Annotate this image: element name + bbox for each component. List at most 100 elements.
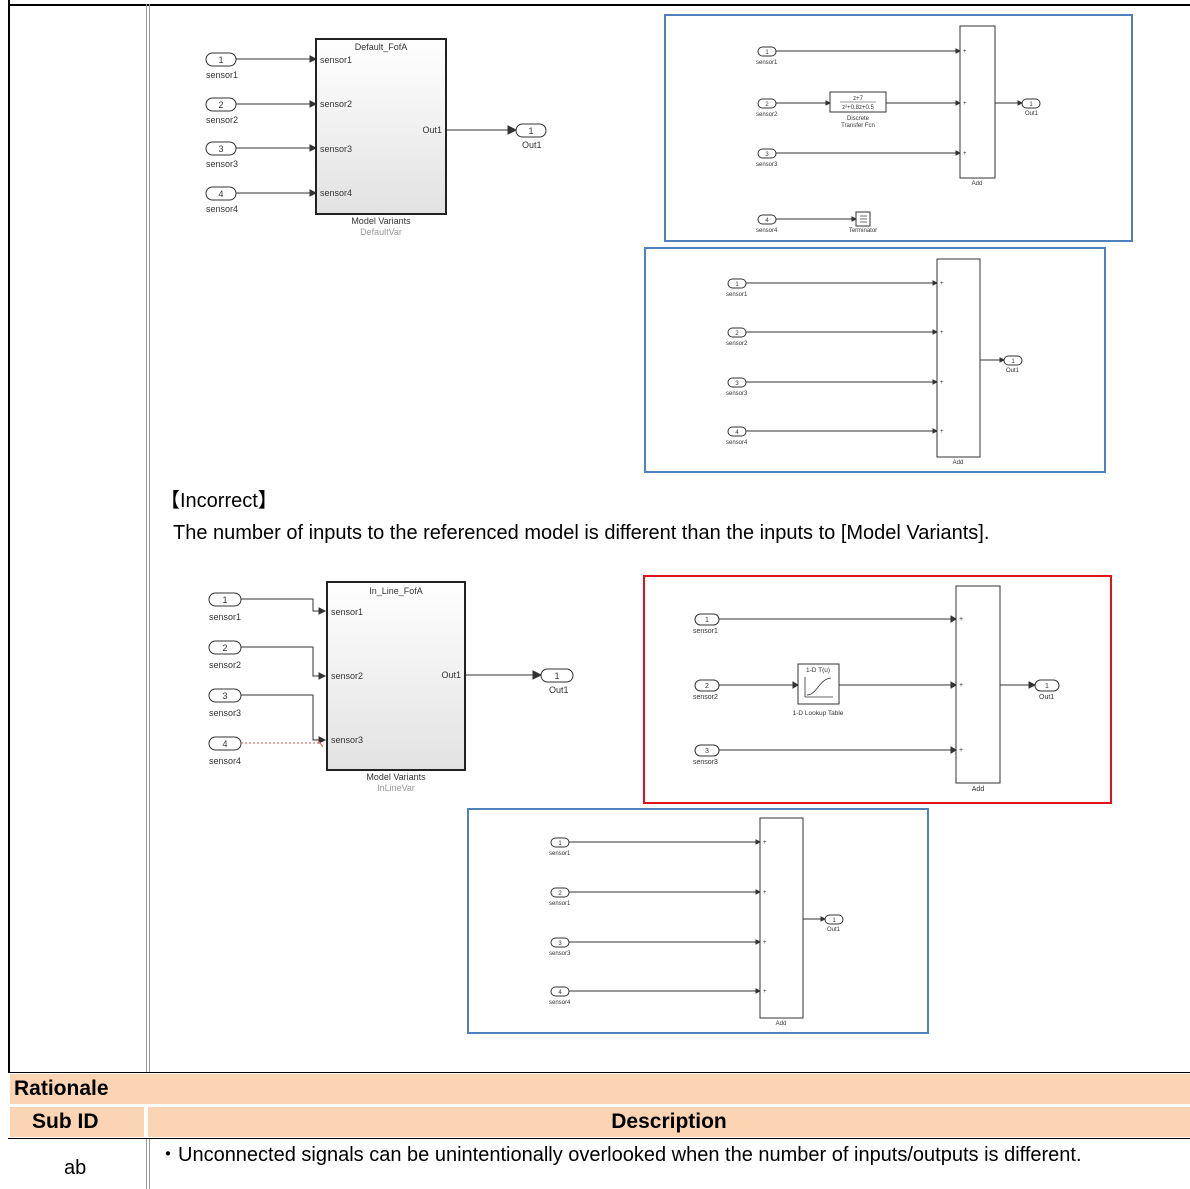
svg-text:sensor1: sensor1 — [549, 901, 571, 907]
svg-text:sensor3: sensor3 — [206, 159, 238, 169]
inport-3[interactable]: 3 sensor3 — [205, 141, 238, 169]
svg-text:4: 4 — [765, 218, 769, 224]
svg-text:Default_FofA: Default_FofA — [355, 42, 408, 52]
inport-3[interactable]: 3 sensor3 — [693, 744, 720, 766]
inport-2[interactable]: 2 sensor2 — [756, 98, 778, 118]
svg-text:1: 1 — [1029, 102, 1033, 108]
outport-1[interactable]: 1 Out1 — [515, 123, 547, 150]
outport-1[interactable]: 1 Out1 — [1003, 355, 1023, 374]
inport-1[interactable]: 1 sensor1 — [693, 613, 720, 635]
svg-text:Transfer Fcn: Transfer Fcn — [841, 123, 875, 129]
add-block[interactable]: + + + Add — [959, 25, 996, 187]
svg-text:+: + — [763, 989, 767, 995]
svg-text:4: 4 — [222, 739, 227, 749]
inport-1[interactable]: 1 sensor1 — [205, 52, 238, 80]
svg-text:1: 1 — [832, 918, 836, 924]
svg-text:+: + — [959, 682, 963, 689]
model-variants-block[interactable]: In_Line_FofA sensor1 sensor2 sensor3 Out… — [326, 581, 466, 793]
svg-text:3: 3 — [222, 691, 227, 701]
add-block[interactable]: + + + + Add — [759, 817, 804, 1027]
outport-1[interactable]: 1 Out1 — [1021, 98, 1041, 117]
model-variants-block[interactable]: Default_FofA sensor1 sensor2 sensor3 sen… — [315, 38, 447, 237]
terminator-block[interactable]: Terminator — [849, 211, 877, 234]
inport-4[interactable]: 4 sensor4 — [756, 214, 778, 234]
discrete-transfer-fcn-block[interactable]: z+7 z²+0.8z+0.5 Discrete Transfer Fcn — [829, 91, 887, 129]
inport-3[interactable]: 3 sensor3 — [549, 937, 571, 957]
svg-text:sensor3: sensor3 — [209, 708, 241, 718]
svg-text:sensor1: sensor1 — [726, 292, 748, 298]
inport-4[interactable]: 4 sensor4 — [205, 186, 238, 214]
svg-text:+: + — [963, 49, 967, 55]
svg-text:sensor1: sensor1 — [549, 851, 571, 857]
table-border-top — [8, 4, 1190, 6]
svg-text:3: 3 — [705, 748, 709, 755]
svg-text:+: + — [959, 616, 963, 623]
inport-4[interactable]: 4 sensor4 — [549, 986, 571, 1006]
svg-text:3: 3 — [735, 381, 739, 387]
svg-text:+: + — [763, 890, 767, 896]
outport-1[interactable]: 1 Out1 — [540, 668, 574, 695]
svg-text:1: 1 — [218, 55, 223, 65]
svg-text:1: 1 — [705, 617, 709, 624]
svg-text:sensor2: sensor2 — [209, 660, 241, 670]
svg-text:4: 4 — [735, 430, 739, 436]
add-block[interactable]: + + + Add — [955, 585, 1001, 793]
outport-1[interactable]: 1 Out1 — [824, 914, 844, 933]
inport-2[interactable]: 2 sensor2 — [208, 640, 242, 670]
svg-text:sensor2: sensor2 — [206, 115, 238, 125]
svg-text:+: + — [763, 840, 767, 846]
inport-1[interactable]: 1 sensor1 — [208, 592, 242, 622]
inport-1[interactable]: 1 sensor1 — [549, 837, 571, 857]
svg-text:1: 1 — [222, 595, 227, 605]
svg-text:Model Variants: Model Variants — [351, 216, 411, 226]
svg-text:sensor2: sensor2 — [756, 112, 778, 118]
inport-2[interactable]: 2 sensor2 — [726, 327, 748, 347]
svg-text:sensor4: sensor4 — [756, 228, 778, 234]
table-row-separator — [8, 1072, 1190, 1073]
incorrect-heading: 【Incorrect】 — [160, 490, 278, 512]
rationale-title: Rationale — [14, 1077, 109, 1100]
inport-2[interactable]: 2 sensor2 — [693, 679, 720, 701]
svg-text:sensor1: sensor1 — [209, 612, 241, 622]
add-block[interactable]: + + + + Add — [936, 258, 981, 466]
table-row-separator — [8, 1138, 1190, 1139]
svg-text:z+7: z+7 — [853, 96, 864, 102]
inport-4[interactable]: 4 sensor4 — [726, 426, 748, 446]
inport-1[interactable]: 1 sensor1 — [726, 278, 748, 298]
signal-lines — [569, 839, 827, 994]
table-row-separator — [8, 1105, 1190, 1107]
inport-2[interactable]: 2 sensor1 — [549, 887, 571, 907]
svg-text:4: 4 — [218, 189, 223, 199]
correct-variant-b-diagram: 1 sensor1 2 sensor2 3 sensor3 4 sensor4 — [644, 247, 1106, 473]
svg-text:2: 2 — [218, 100, 223, 110]
svg-text:Add: Add — [972, 181, 983, 187]
svg-text:Discrete: Discrete — [847, 116, 870, 122]
inport-2[interactable]: 2 sensor2 — [205, 97, 238, 125]
inport-1[interactable]: 1 sensor1 — [756, 46, 778, 66]
inport-3[interactable]: 3 sensor3 — [208, 688, 242, 718]
signal-lines — [776, 48, 1024, 222]
subid-column-header: Sub ID — [10, 1107, 144, 1137]
svg-text:sensor1: sensor1 — [331, 607, 363, 617]
column-divider-2 — [149, 4, 150, 1072]
svg-text:sensor1: sensor1 — [693, 628, 718, 635]
svg-text:sensor1: sensor1 — [320, 55, 352, 65]
lookup-table-block[interactable]: 1-D T(u) 1-D Lookup Table — [793, 663, 844, 717]
svg-text:sensor3: sensor3 — [320, 144, 352, 154]
svg-text:sensor2: sensor2 — [331, 671, 363, 681]
svg-text:Out1: Out1 — [1006, 368, 1020, 374]
inport-3[interactable]: 3 sensor3 — [726, 377, 748, 397]
svg-text:+: + — [940, 281, 944, 287]
svg-text:4: 4 — [558, 990, 562, 996]
svg-text:Out1: Out1 — [522, 140, 542, 150]
table-row: ab ・Unconnected signals can be unintenti… — [10, 1139, 1190, 1189]
inport-3[interactable]: 3 sensor3 — [756, 148, 778, 168]
outport-1[interactable]: 1 Out1 — [1034, 679, 1060, 701]
svg-text:sensor4: sensor4 — [549, 1000, 571, 1006]
svg-text:2: 2 — [222, 643, 227, 653]
rationale-row-divider-2 — [149, 1139, 150, 1189]
svg-text:3: 3 — [765, 152, 769, 158]
svg-text:2: 2 — [705, 683, 709, 690]
inport-4[interactable]: 4 sensor4 — [208, 736, 242, 766]
